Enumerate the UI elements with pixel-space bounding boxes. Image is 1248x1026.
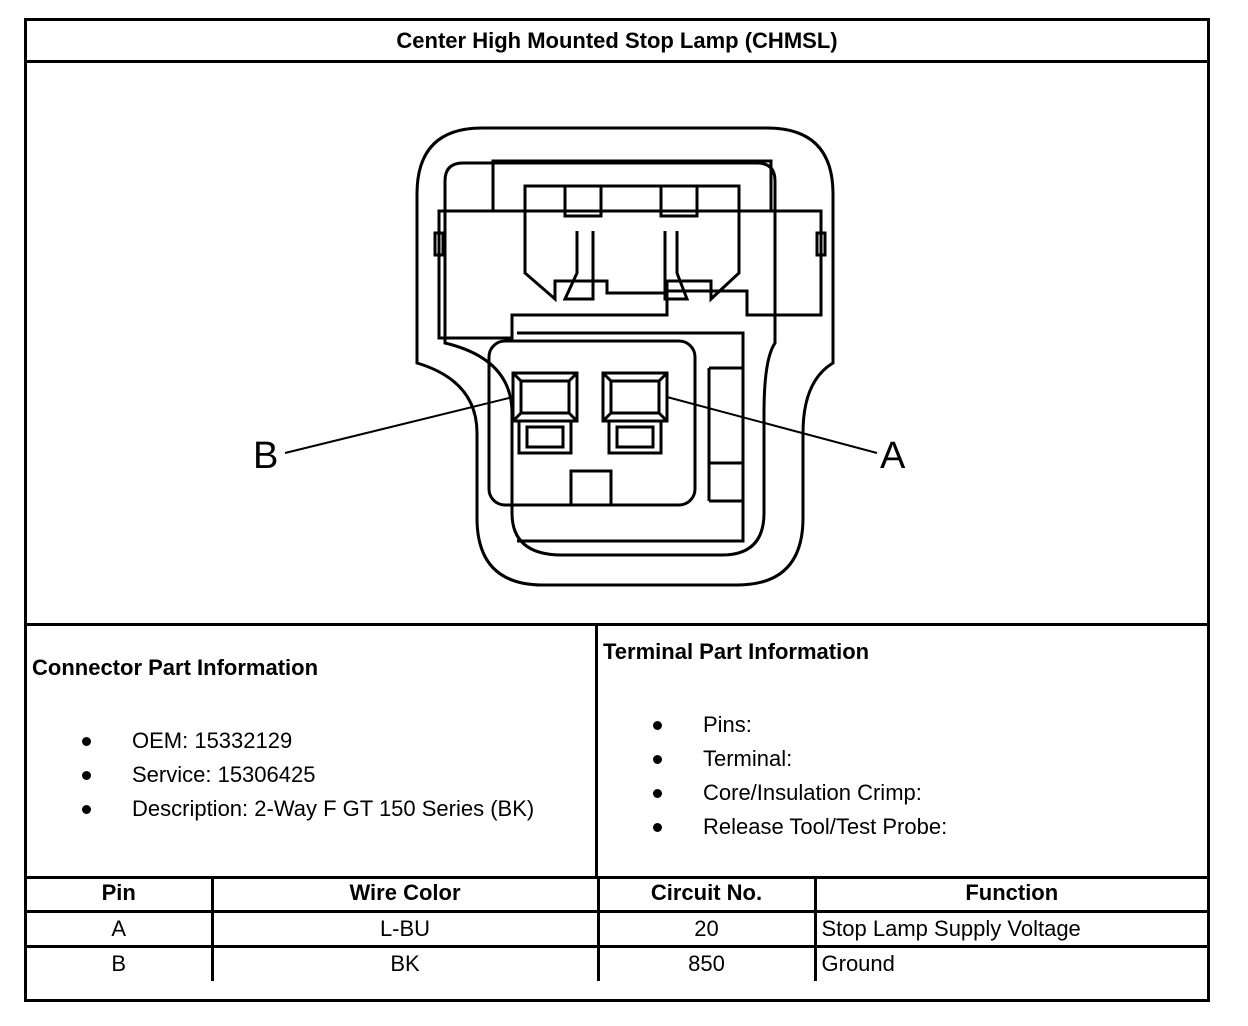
cavity-b: [511, 371, 579, 455]
column-header-function: Function: [813, 876, 1207, 913]
list-item: Core/Insulation Crimp:: [653, 776, 947, 810]
connector-part-info: Connector Part Information OEM: 15332129…: [27, 626, 598, 876]
part-information-row: Connector Part Information OEM: 15332129…: [27, 626, 1207, 879]
leader-line-b: [284, 396, 514, 454]
latch-tab-left: [433, 231, 445, 257]
connector-info-heading: Connector Part Information: [32, 655, 319, 680]
wire-color-cell: L-BU: [210, 909, 600, 948]
column-header-circuit-no: Circuit No.: [596, 876, 817, 913]
pin-cell: A: [27, 909, 214, 948]
list-item: Release Tool/Test Probe:: [653, 810, 947, 844]
sheet-title: Center High Mounted Stop Lamp (CHMSL): [27, 21, 1207, 63]
latch-housing: [491, 159, 773, 211]
pin-label-b: B: [253, 435, 279, 477]
function-cell: Stop Lamp Supply Voltage: [813, 909, 1207, 948]
latch-ramp-left: [562, 231, 595, 301]
latch-tab-right: [815, 231, 827, 257]
cavity-a: [601, 371, 669, 455]
keying-rib: [569, 469, 613, 507]
latch-block: [523, 184, 741, 303]
circuit-number-cell: 850: [596, 944, 817, 981]
terminal-info-heading: Terminal Part Information: [603, 639, 870, 664]
connector-face-drawing: [284, 126, 878, 587]
table-row: A L-BU 20 Stop Lamp Supply Voltage: [27, 909, 1207, 948]
list-item: OEM: 15332129: [82, 724, 534, 758]
column-header-pin: Pin: [27, 876, 214, 913]
pin-label-a: A: [880, 435, 906, 477]
bullet-icon: [653, 823, 662, 832]
latch-ramp-right: [663, 231, 690, 301]
bullet-icon: [82, 771, 91, 780]
bullet-icon: [653, 789, 662, 798]
bullet-icon: [653, 755, 662, 764]
list-item: Service: 15306425: [82, 758, 534, 792]
bullet-icon: [653, 721, 662, 730]
list-item: Terminal:: [653, 742, 947, 776]
side-guide: [707, 366, 743, 503]
latch-nub-left: [563, 184, 603, 218]
pin-assignment-table: Pin Wire Color Circuit No. Function A L-…: [27, 876, 1207, 981]
terminal-part-info: Terminal Part Information Pins: Terminal…: [598, 626, 1207, 876]
table-row: B BK 850 Ground: [27, 944, 1207, 981]
connector-inner-shell: [443, 161, 777, 557]
list-item: Description: 2-Way F GT 150 Series (BK): [82, 792, 534, 826]
list-item: Pins:: [653, 708, 947, 742]
table-header-row: Pin Wire Color Circuit No. Function: [27, 876, 1207, 913]
column-header-wire-color: Wire Color: [210, 876, 600, 913]
connector-info-list: OEM: 15332129 Service: 15306425 Descript…: [82, 724, 534, 826]
rear-partition: [517, 331, 745, 543]
wire-color-cell: BK: [210, 944, 600, 981]
latch-nub-right: [659, 184, 699, 218]
terminal-info-list: Pins: Terminal: Core/Insulation Crimp: R…: [653, 708, 947, 844]
circuit-number-cell: 20: [596, 909, 817, 948]
bullet-icon: [82, 805, 91, 814]
connector-outer-shell: [415, 126, 835, 587]
bullet-icon: [82, 737, 91, 746]
connector-sheet: Center High Mounted Stop Lamp (CHMSL): [24, 18, 1210, 1002]
leader-line-a: [666, 396, 878, 454]
function-cell: Ground: [813, 944, 1207, 981]
pin-cell: B: [27, 944, 214, 981]
latch-body: [437, 209, 823, 340]
connector-diagram: B A: [27, 63, 1207, 626]
